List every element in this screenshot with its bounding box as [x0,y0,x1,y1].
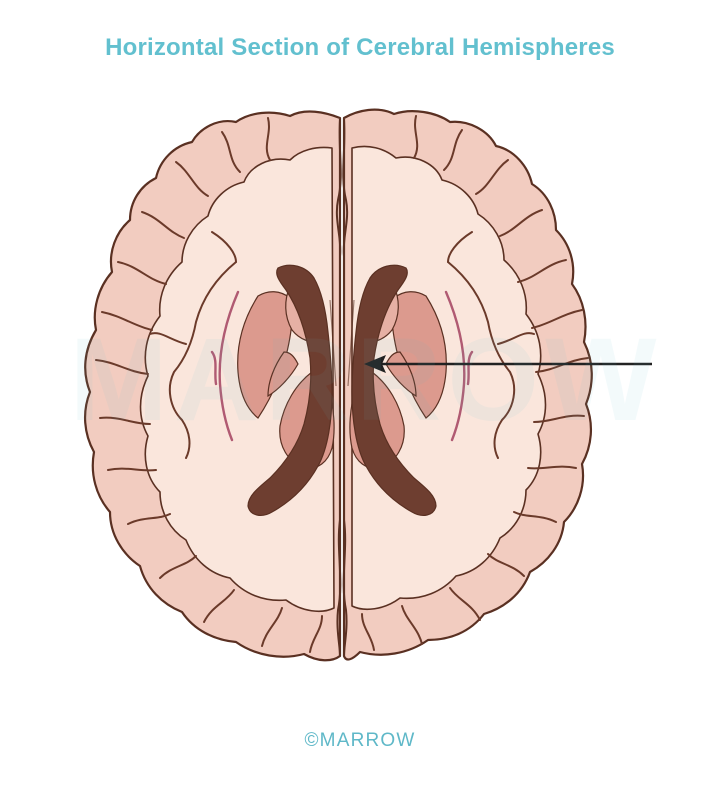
copyright-label: ©MARROW [304,730,416,751]
diagram-title: Horizontal Section of Cerebral Hemispher… [105,34,615,61]
claustrum [210,290,474,442]
left-globus-pallidus [267,351,299,398]
pointer-arrow [364,355,652,373]
septum-pellucidum [329,299,355,387]
longitudinal-fissure [335,119,349,657]
right-lateral-ventricle [351,264,437,516]
cortical-sulci [95,115,589,653]
left-lateral-ventricle [247,264,333,516]
